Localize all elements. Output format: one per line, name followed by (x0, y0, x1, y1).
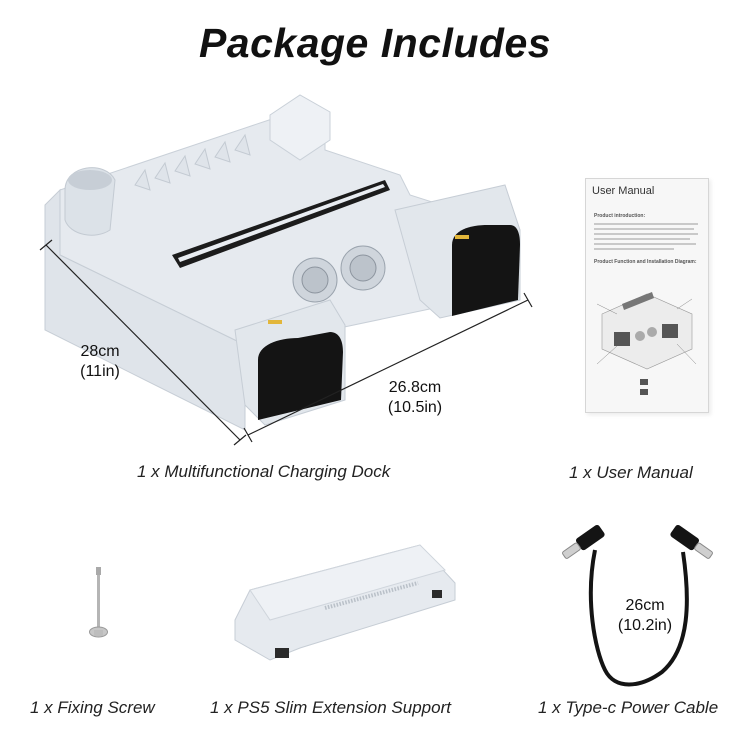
manual-section-1: Product introduction: (594, 213, 646, 219)
cable-length-dimension: 26cm (10.2in) (600, 596, 690, 636)
cable-caption: 1 x Type-c Power Cable (538, 698, 719, 717)
manual-diagram-image (596, 292, 697, 395)
user-manual-image: User Manual Product introduction: Produc… (585, 178, 709, 413)
dock-width-cm: 26.8cm (388, 379, 442, 396)
cable-length-cm: 26cm (625, 597, 665, 614)
cable-length-in: (10.2in) (617, 617, 673, 634)
manual-caption: 1 x User Manual (569, 463, 693, 482)
screw-caption: 1 x Fixing Screw (30, 698, 155, 717)
support-caption: 1 x PS5 Slim Extension Support (210, 698, 451, 717)
dock-width-dimension: 26.8cm (10.5in) (370, 378, 460, 418)
dock-caption: 1 x Multifunctional Charging Dock (137, 462, 391, 481)
dock-depth-in: (11in) (80, 363, 120, 380)
page-title: Package Includes (198, 20, 552, 66)
dock-depth-dimension: 28cm (11in) (60, 342, 140, 382)
manual-section-2: Product Function and Installation Diagra… (594, 259, 697, 265)
dock-width-in: (10.5in) (387, 399, 443, 416)
dock-depth-cm: 28cm (80, 343, 120, 360)
manual-doc-title: User Manual (592, 185, 655, 197)
